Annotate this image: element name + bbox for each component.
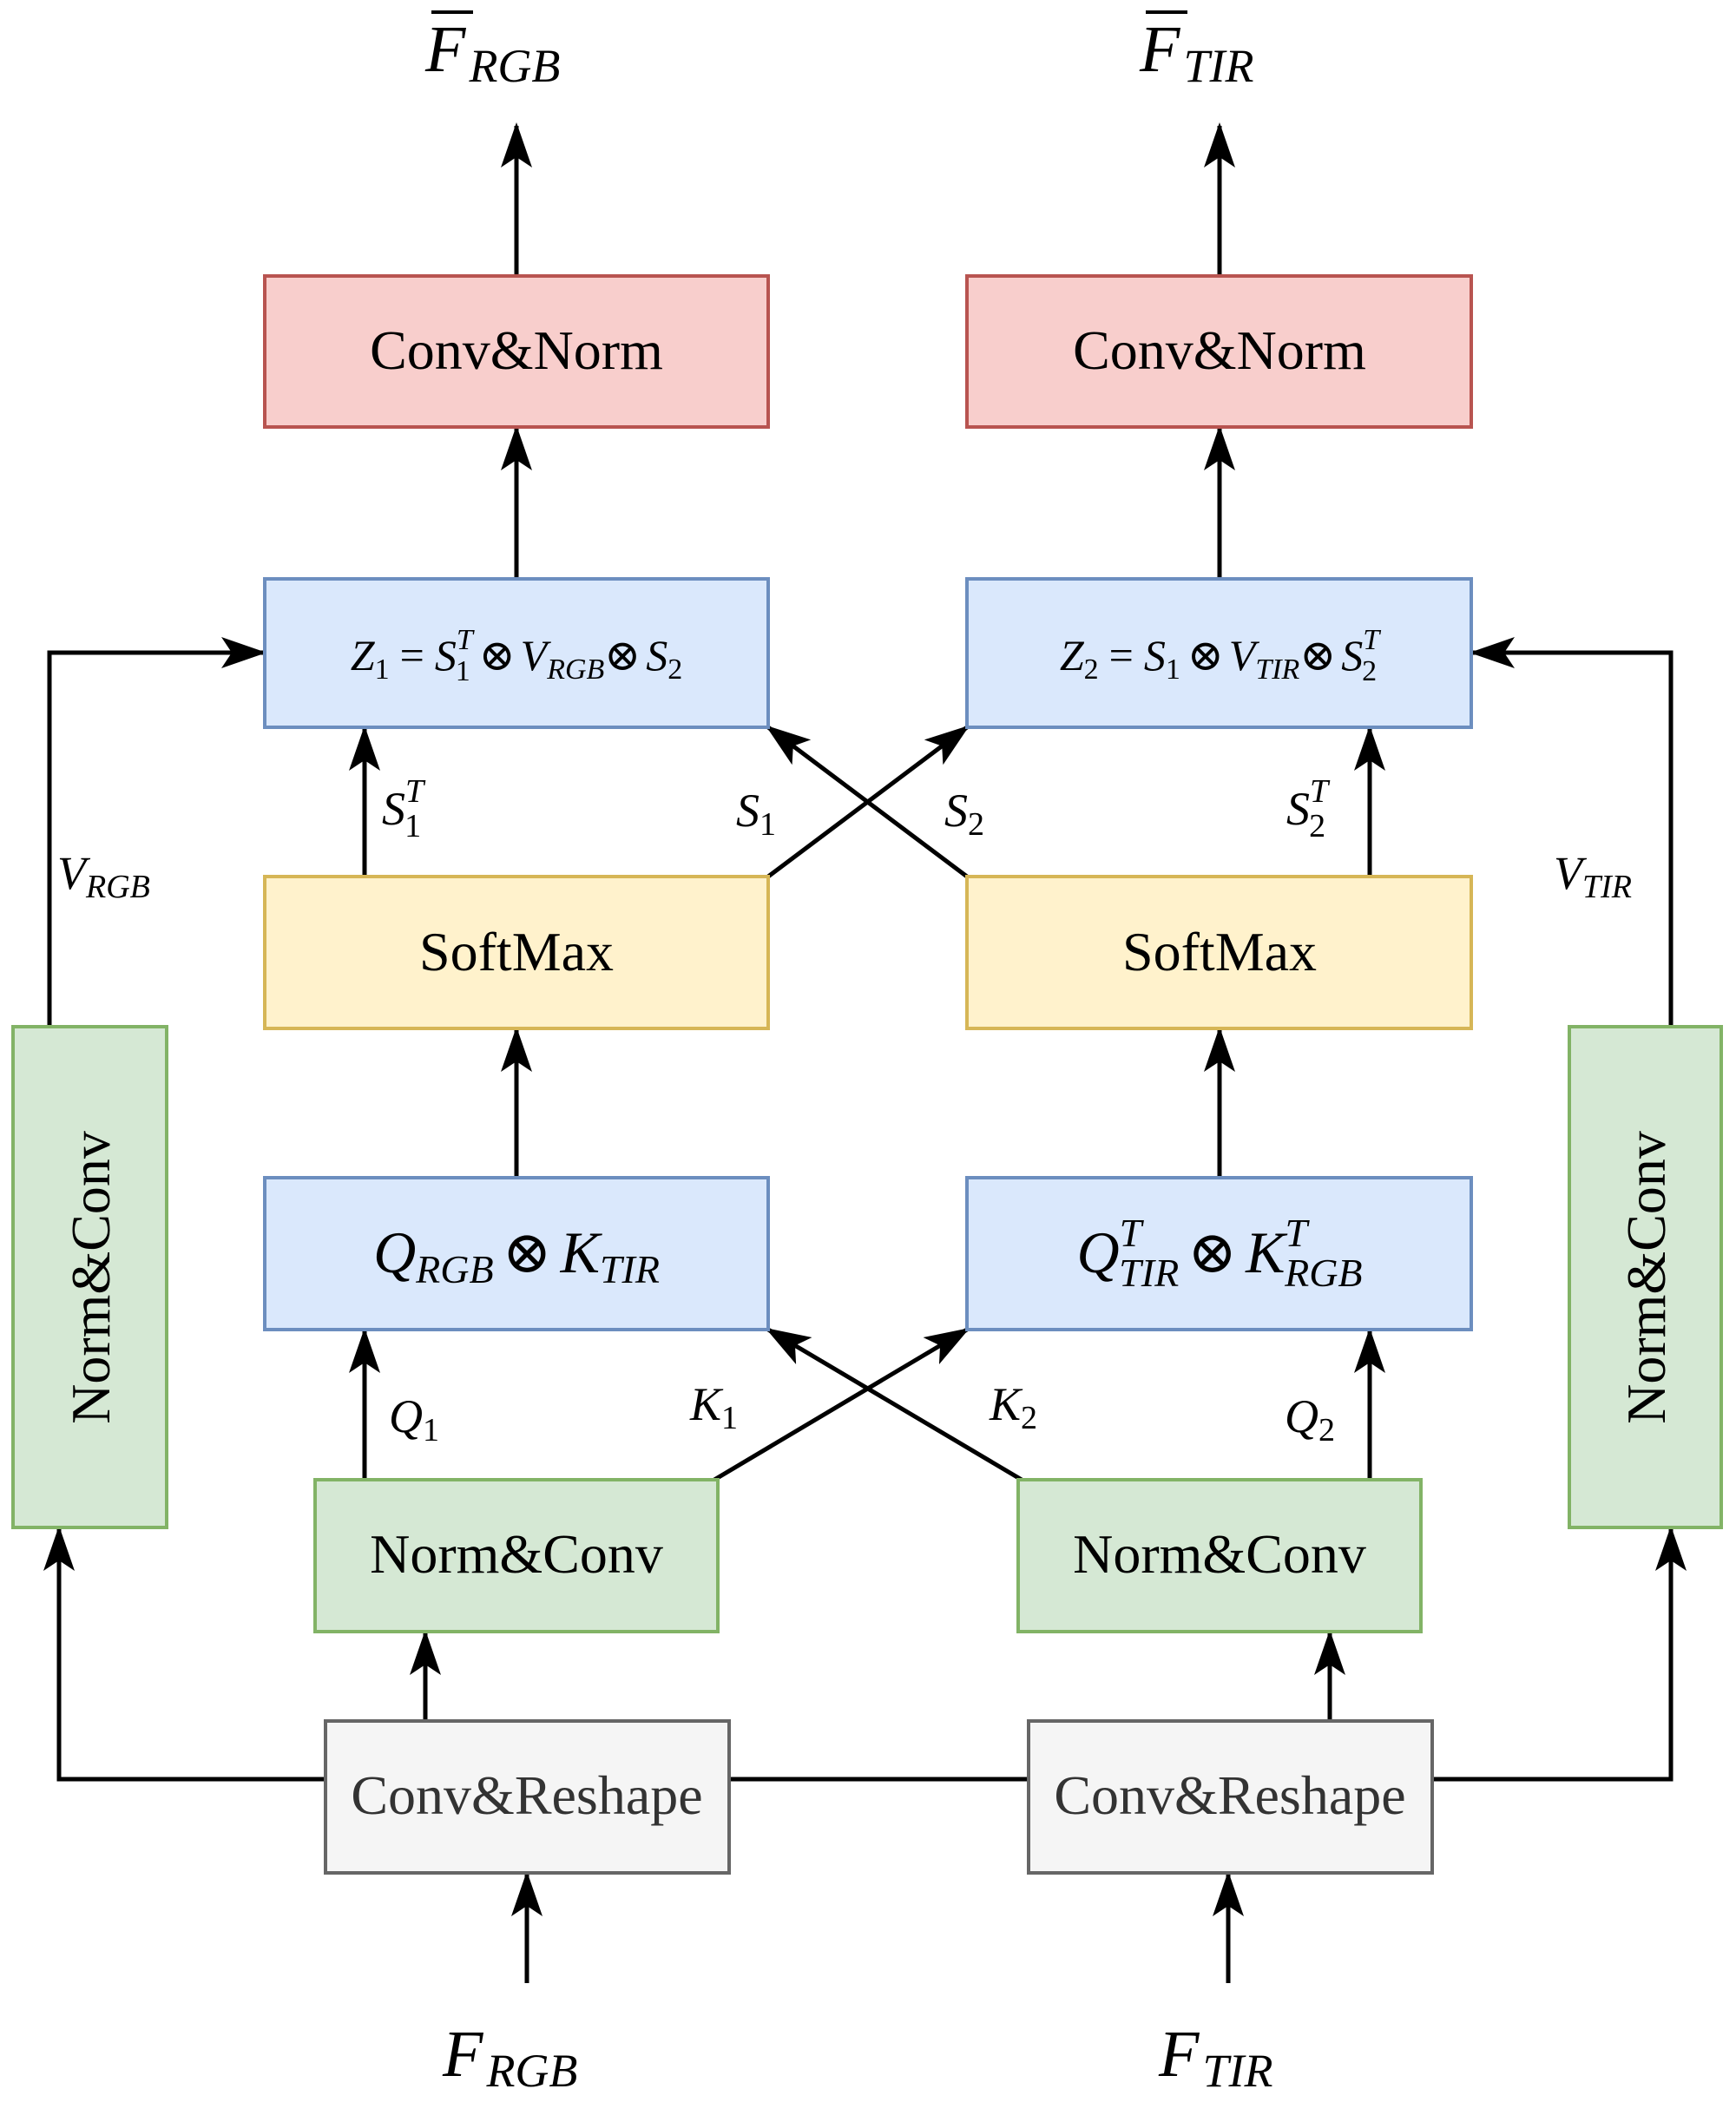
arrow-v-rgb [47, 637, 266, 1027]
box-label: Conv&Reshape [1054, 1764, 1405, 1826]
box-norm-conv-left: Norm&Conv [313, 1478, 720, 1633]
box-softmax-right: SoftMax [965, 875, 1473, 1030]
svg-text:FRGB: FRGB [424, 13, 560, 92]
box-softmax-left: SoftMax [263, 875, 770, 1030]
box-norm-conv-side-right: Norm&Conv [1568, 1025, 1723, 1529]
bus-left [43, 1526, 326, 1782]
connectors [43, 122, 1687, 1983]
edge-label-v-rgb: VRGB [57, 847, 150, 905]
arrow-k1-cross [713, 1327, 970, 1482]
label-output-rgb: FRGB [424, 10, 560, 92]
box-label: Conv&Norm [1073, 319, 1366, 381]
edge-label-k1: K1 [689, 1378, 738, 1436]
svg-text:FTIR: FTIR [1158, 2018, 1272, 2097]
box-norm-conv-side-left: Norm&Conv [11, 1025, 168, 1529]
formula-qk-left: QRGB⊗KTIR [373, 1219, 660, 1291]
edge-label-q2: Q2 [1285, 1390, 1335, 1448]
box-norm-conv-right: Norm&Conv [1016, 1478, 1423, 1633]
box-label: SoftMax [419, 921, 614, 982]
box-label: Norm&Conv [1073, 1523, 1366, 1585]
svg-text:FTIR: FTIR [1139, 13, 1253, 92]
bus-right [1432, 1526, 1687, 1782]
edge-label-q1: Q1 [389, 1390, 439, 1448]
arrow-v-tir [1470, 637, 1674, 1027]
box-conv-reshape-left: Conv&Reshape [324, 1719, 731, 1875]
edge-label-s1: S1 [736, 785, 776, 843]
svg-text:FRGB: FRGB [442, 2018, 577, 2097]
edge-label-v-tir: VTIR [1554, 847, 1632, 905]
edge-label-s2: S2 [944, 785, 984, 843]
label-input-rgb: FRGB [442, 2018, 577, 2097]
box-label: SoftMax [1122, 921, 1317, 982]
box-conv-norm-left: Conv&Norm [263, 274, 770, 429]
box-conv-norm-right: Conv&Norm [965, 274, 1473, 429]
box-label: Conv&Norm [370, 319, 663, 381]
edge-label-k2: K2 [989, 1378, 1037, 1436]
label-output-tir: FTIR [1139, 10, 1253, 92]
box-label: Norm&Conv [1615, 1131, 1677, 1424]
label-input-tir: FTIR [1158, 2018, 1272, 2097]
arrow-s2-cross [765, 725, 969, 878]
box-label: Conv&Reshape [351, 1764, 702, 1826]
box-label: Norm&Conv [60, 1131, 122, 1424]
arrow-k2-cross [765, 1327, 1023, 1482]
box-conv-reshape-right: Conv&Reshape [1027, 1719, 1434, 1875]
box-qk-left: QRGB⊗KTIR [263, 1176, 770, 1331]
box-label: Norm&Conv [370, 1523, 663, 1585]
